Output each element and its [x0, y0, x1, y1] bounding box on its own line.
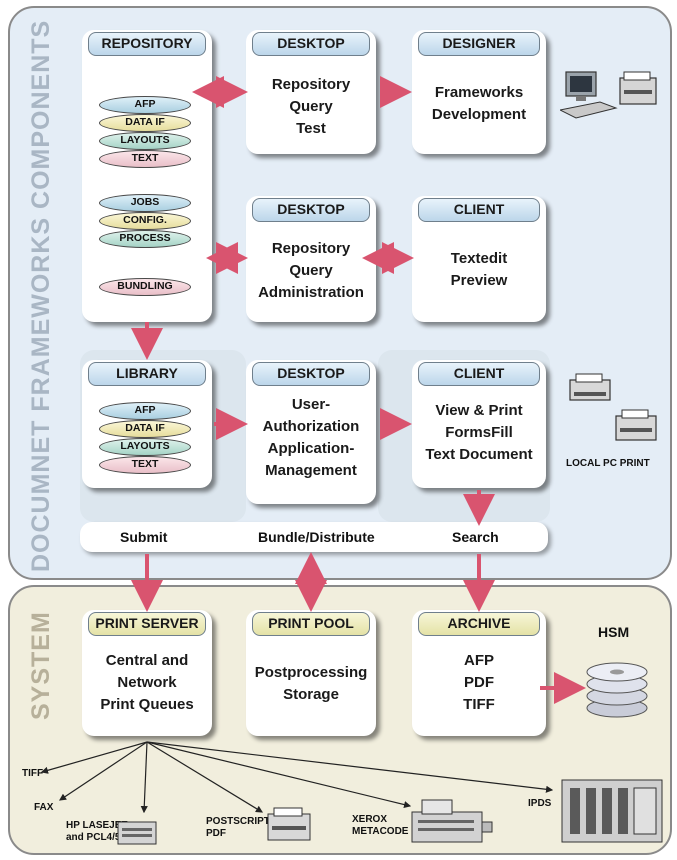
hp-laserjet-line: and PCL4/5 — [66, 832, 121, 843]
print-pool-line: Storage — [283, 686, 339, 703]
ipds-printer-icon — [561, 779, 663, 843]
archive-box: ARCHIVE AFP PDF TIFF — [412, 610, 546, 736]
repository-bundling-cylinder: BUNDLING — [99, 278, 191, 296]
archive-line: AFP — [464, 652, 494, 669]
desktop-management-line: User- — [291, 396, 331, 413]
print-pool-box: PRINT POOL Postprocessing Storage — [246, 610, 376, 736]
client-view-print-line: FormsFill — [445, 424, 513, 441]
repository-process-cylinder: PROCESS — [99, 230, 191, 248]
designer-header: DESIGNER — [418, 32, 540, 56]
archive-line: PDF — [464, 674, 494, 691]
postscript-output-label: POSTSCRIPT PDF — [206, 816, 270, 840]
print-server-line: Print Queues — [100, 696, 194, 713]
hp-laserjet-output-label: HP LASEJET and PCL4/5 — [66, 820, 128, 844]
desktop-management-line: Application- — [267, 440, 355, 457]
tiff-output-label: TIFF — [22, 768, 44, 779]
to-tiff-line — [40, 741, 148, 774]
local-pc-print-label: LOCAL PC PRINT — [566, 458, 650, 469]
desktop-administration-line: Query — [289, 262, 333, 279]
postscript-line: PDF — [206, 828, 226, 839]
client-textedit-box: CLIENT Textedit Preview — [412, 196, 546, 322]
client-view-print-box: CLIENT View & Print FormsFill Text Docum… — [412, 360, 546, 488]
repository-box: REPOSITORY AFP DATA IF LAYOUTS TEXT JOBS… — [82, 30, 212, 322]
to-hp-line — [140, 741, 148, 814]
desktop-management-header: DESKTOP — [252, 362, 370, 386]
hp-laserjet-printer-icon — [117, 821, 157, 845]
desktop-test-line: Test — [296, 120, 326, 137]
desktop-administration-line: Administration — [258, 284, 364, 301]
client-textedit-line: Preview — [450, 272, 508, 289]
ipds-output-label: IPDS — [528, 798, 552, 809]
client-textedit-header: CLIENT — [418, 198, 540, 222]
xerox-line: METACODE — [352, 826, 409, 837]
desktop-test-line: Repository — [271, 76, 351, 93]
xerox-printer-icon — [411, 799, 493, 843]
search-label: Search — [452, 529, 499, 545]
hsm-disc-stack-icon — [586, 662, 648, 718]
designer-box: DESIGNER Frameworks Development — [412, 30, 546, 154]
print-server-box: PRINT SERVER Central and Network Print Q… — [82, 610, 212, 736]
print-server-header: PRINT SERVER — [88, 612, 206, 636]
action-bar — [80, 522, 548, 552]
desktop-management-line: Management — [265, 462, 357, 479]
archive-line: TIFF — [463, 696, 495, 713]
workstation-printer-icon — [560, 71, 657, 119]
client-view-print-line: Text Document — [425, 446, 533, 463]
print-pool-line: Postprocessing — [254, 664, 368, 681]
repository-afp-cylinder: AFP — [99, 96, 191, 114]
desktop-management-box: DESKTOP User- Authorization Application-… — [246, 360, 376, 504]
repository-jobs-cylinder: JOBS — [99, 194, 191, 212]
desktop-test-box: DESKTOP Repository Query Test — [246, 30, 376, 154]
to-ipds-line — [146, 741, 554, 793]
postscript-printer-icon — [267, 807, 311, 841]
xerox-line: XEROX — [352, 814, 388, 825]
local-printer-icon — [569, 373, 611, 401]
to-fax-line — [59, 741, 148, 801]
desktop-administration-box: DESKTOP Repository Query Administration — [246, 196, 376, 322]
desktop-test-line: Query — [289, 98, 333, 115]
repository-header: REPOSITORY — [88, 32, 206, 56]
repository-text-cylinder: TEXT — [99, 150, 191, 168]
client-view-print-line: View & Print — [435, 402, 523, 419]
library-text-cylinder: TEXT — [99, 456, 191, 474]
postscript-line: POSTSCRIPT — [206, 816, 270, 827]
desktop-test-header: DESKTOP — [252, 32, 370, 56]
hp-laserjet-line: HP LASEJET — [66, 820, 128, 831]
desktop-administration-line: Repository — [271, 240, 351, 257]
to-xerox-line — [146, 741, 412, 809]
library-header: LIBRARY — [88, 362, 206, 386]
hsm-label: HSM — [598, 624, 630, 640]
xerox-output-label: XEROX METACODE — [352, 814, 408, 838]
desktop-administration-header: DESKTOP — [252, 198, 370, 222]
local-printer-icon — [615, 409, 657, 441]
designer-line: Frameworks — [434, 84, 524, 101]
print-server-line: Network — [117, 674, 177, 691]
to-postscript-line — [146, 741, 264, 813]
library-box: LIBRARY AFP DATA IF LAYOUTS TEXT — [82, 360, 212, 488]
designer-line: Development — [431, 106, 527, 123]
submit-label: Submit — [120, 529, 168, 545]
archive-header: ARCHIVE — [418, 612, 540, 636]
fax-output-label: FAX — [34, 802, 54, 813]
bundle-distribute-label: Bundle/Distribute — [258, 529, 375, 545]
print-server-line: Central and — [105, 652, 189, 669]
print-pool-header: PRINT POOL — [252, 612, 370, 636]
client-textedit-line: Textedit — [450, 250, 508, 267]
client-view-print-header: CLIENT — [418, 362, 540, 386]
desktop-management-line: Authorization — [262, 418, 360, 435]
